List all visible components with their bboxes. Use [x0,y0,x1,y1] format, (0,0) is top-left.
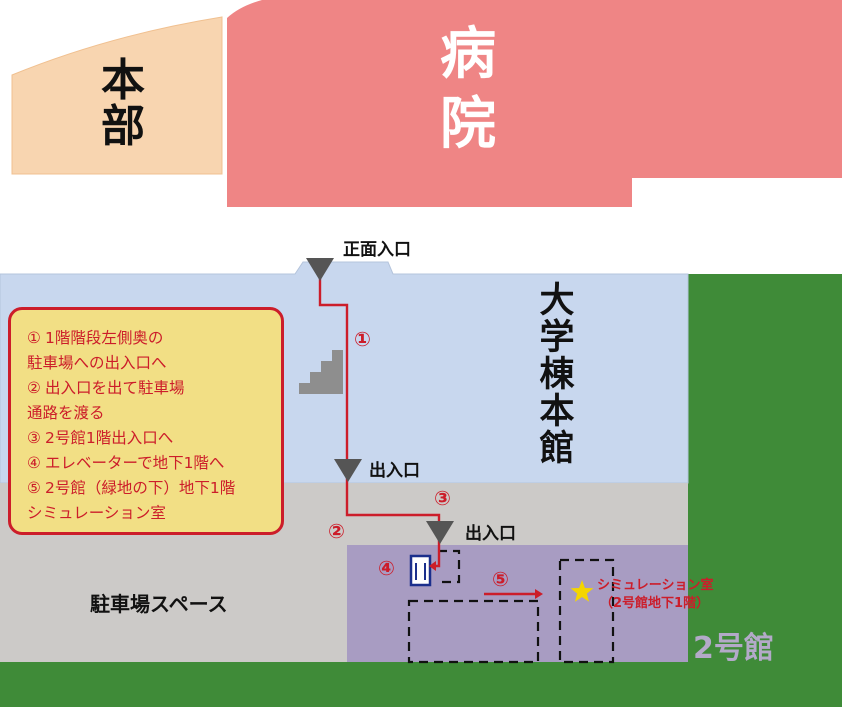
step-4-number: ④ [27,454,41,472]
step-1-text: 1階階段左側奥の 駐車場への出入口へ [27,329,167,372]
step-marker-3: ③ [434,486,451,510]
step-marker-1: ① [354,327,371,351]
elevator-icon [409,554,432,587]
step5-arrow [484,589,543,599]
step-4-text: エレベーターで地下1階へ [45,454,225,472]
basement-room-b [558,558,615,664]
main-entrance-label: 正面入口 [343,240,411,260]
destination-label-line2: （2号館地下1階） [600,595,709,611]
byoin-building [227,0,842,207]
destination-label-line1: シミュレーション室 [597,577,713,593]
step-5-number: ⑤ [27,479,41,497]
step-5-text: 2号館（緑地の下）地下1階 シミュレーション室 [27,479,236,522]
honbu-building [11,16,223,175]
route-arrowhead [429,561,436,571]
stairs-icon [299,350,343,394]
main-entrance-marker-icon [306,258,334,281]
green-area-bottom [0,662,842,707]
step-marker-5: ⑤ [492,567,509,591]
annex2-label: 2号館 [693,631,774,666]
step-marker-4: ④ [378,556,395,580]
parking-label: 駐車場スペース [90,592,228,616]
route-line [318,275,441,568]
step-2-text: 出入口を出て駐車場 通路を渡る [27,379,185,422]
step-2-number: ② [27,379,41,397]
basement-outlines [407,549,615,664]
exit2-label: 出入口 [465,523,516,544]
step-3-text: 2号館1階出入口へ [45,429,174,447]
annex2-building [347,545,688,662]
step-1-number: ① [27,329,41,347]
basement-room-a [407,599,540,664]
daigaku-label: 大学棟本館 [539,281,575,469]
exit2-marker-icon [426,521,454,544]
destination-star-icon [570,580,594,602]
exit1-label: 出入口 [369,460,420,481]
exit1-marker-icon [334,459,362,482]
byoin-label: 病院 [440,22,496,157]
step-3-number: ③ [27,429,41,447]
green-area-right [688,274,842,707]
honbu-label: 本部 [101,55,145,152]
step-marker-2: ② [328,519,345,543]
basement-corridor [438,549,461,584]
